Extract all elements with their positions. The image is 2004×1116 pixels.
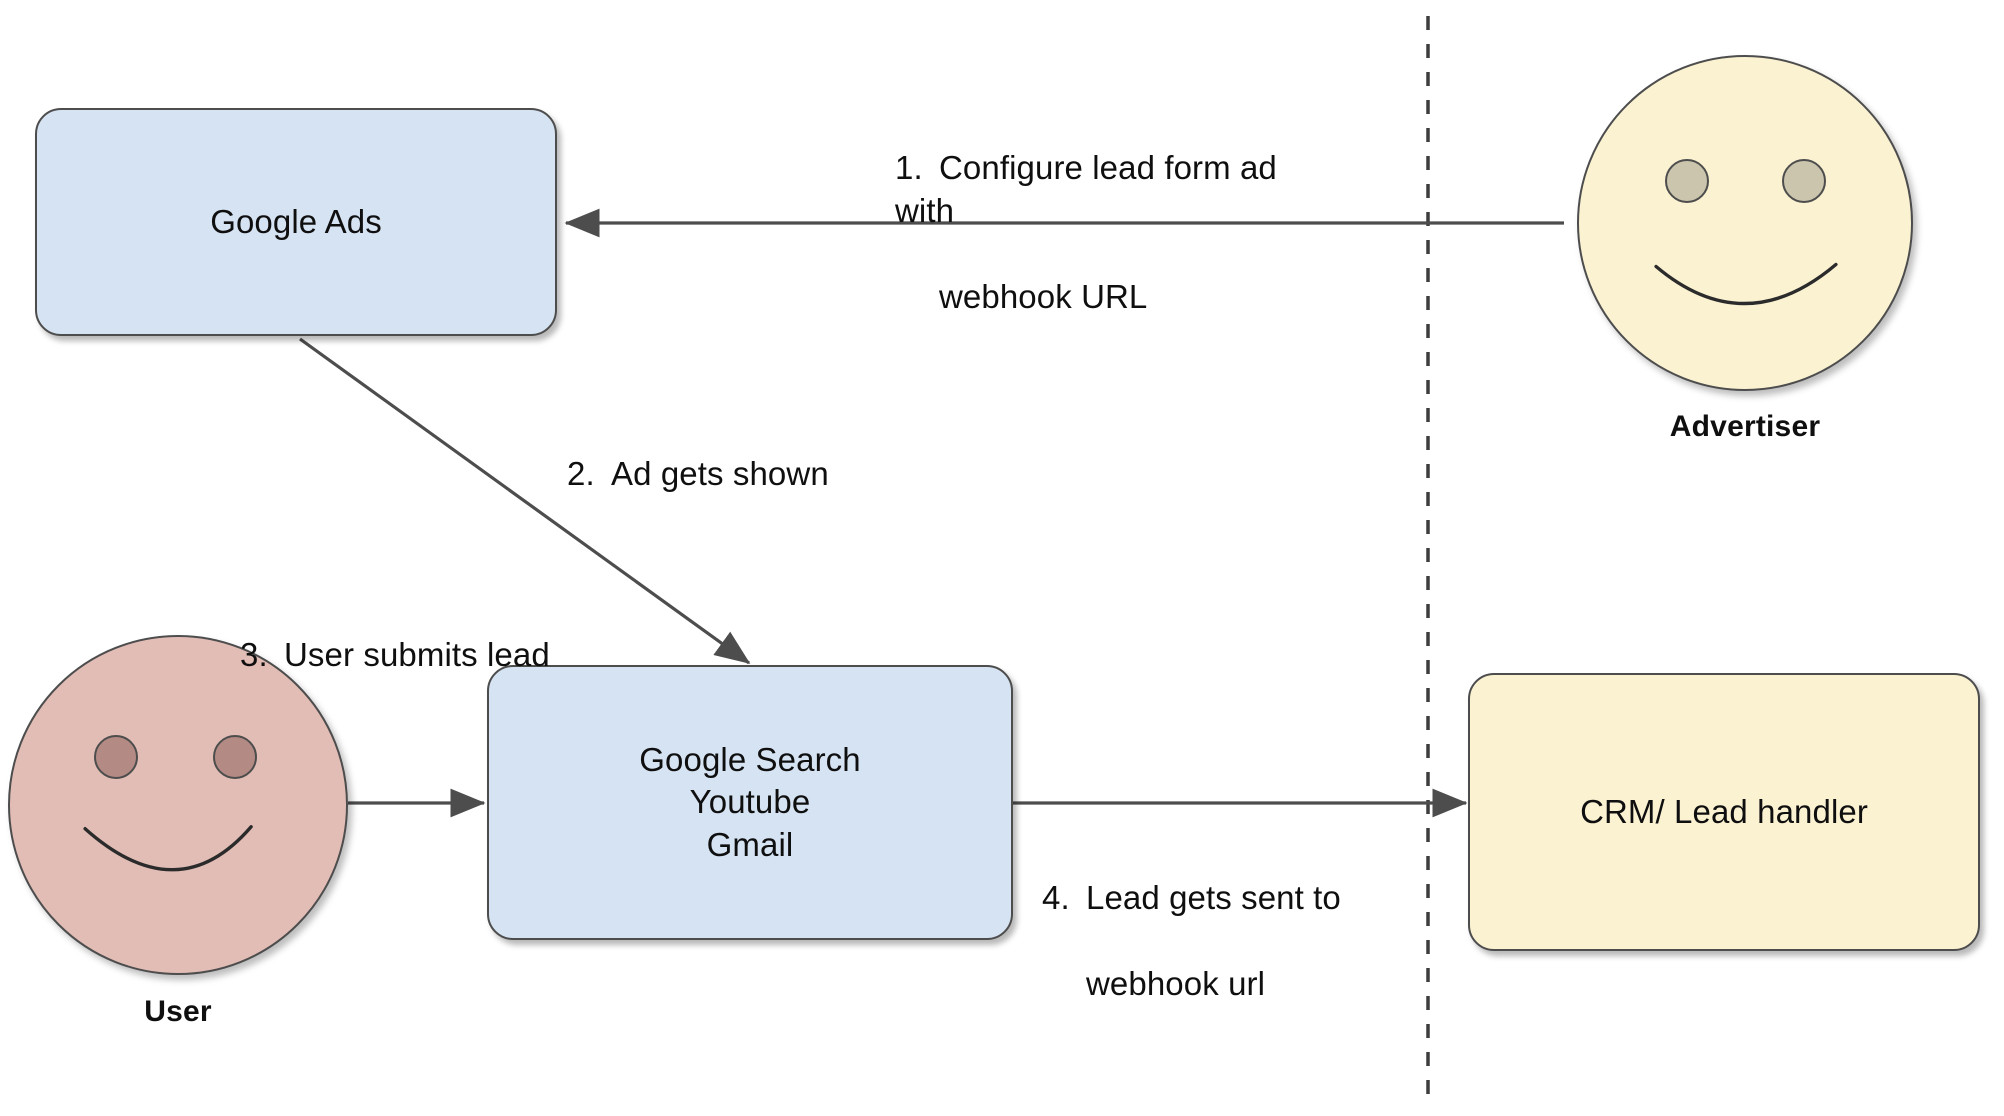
advertiser-right-eye-icon — [1782, 159, 1826, 203]
advertiser-smiley-face-icon — [1577, 55, 1913, 391]
user-right-eye-icon — [213, 735, 257, 779]
advertiser-smile-icon — [1654, 262, 1838, 306]
actor-user[interactable]: User — [8, 635, 348, 1028]
node-google-surfaces-label: Google Search Youtube Gmail — [639, 741, 861, 863]
step-4-label: 4. Lead gets sent to webhook url — [1042, 834, 1422, 1006]
step-4-number: 4. — [1042, 878, 1070, 916]
step-3-text-line-1: User submits lead — [284, 635, 550, 673]
node-google-surfaces[interactable]: Google Search Youtube Gmail — [487, 665, 1013, 940]
step-2-label: 2. Ad gets shown — [567, 410, 967, 496]
step-1-number: 1. — [895, 148, 923, 186]
user-left-eye-icon — [94, 735, 138, 779]
step-3-label: 3. User submits lead — [240, 591, 640, 677]
step-1-text-line-1: Configure lead form ad with — [895, 148, 1277, 229]
actor-advertiser[interactable]: Advertiser — [1577, 55, 1913, 443]
step-1-label: 1.Configure lead form ad with webhook UR… — [895, 104, 1315, 318]
node-google-ads-label: Google Ads — [210, 202, 382, 240]
step-3-number: 3. — [240, 635, 268, 673]
advertiser-left-eye-icon — [1665, 159, 1709, 203]
step-2-text-line-1: Ad gets shown — [611, 454, 829, 492]
step-1-text-line-2: webhook URL — [939, 277, 1148, 315]
step-4-text-line-1: Lead gets sent to — [1086, 878, 1341, 916]
node-google-ads[interactable]: Google Ads — [35, 108, 557, 336]
user-name-label: User — [144, 995, 212, 1028]
step-2-number: 2. — [567, 454, 595, 492]
user-smiley-face-icon — [8, 635, 348, 975]
advertiser-name-label: Advertiser — [1669, 410, 1821, 443]
step-4-text-line-2: webhook url — [1086, 964, 1266, 1002]
node-crm-lead-handler[interactable]: CRM/ Lead handler — [1468, 673, 1980, 951]
node-crm-label: CRM/ Lead handler — [1580, 792, 1868, 830]
user-smile-icon — [83, 825, 253, 872]
